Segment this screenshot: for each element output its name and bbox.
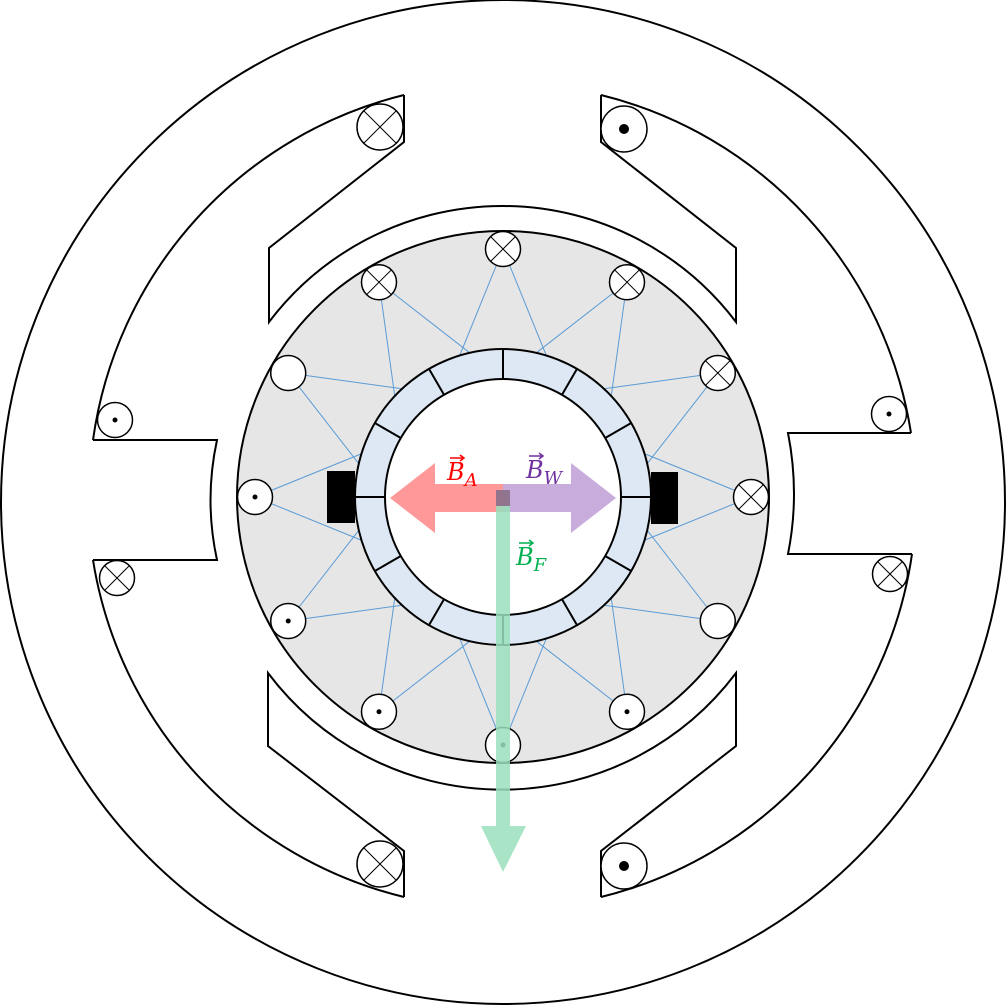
rotor-slot-cross-icon bbox=[484, 230, 522, 268]
field-vectors bbox=[390, 463, 616, 872]
winding-wire bbox=[646, 529, 719, 622]
yoke-arc-tr bbox=[600, 94, 912, 434]
stator-coil-cross-icon bbox=[871, 555, 909, 593]
winding-wire bbox=[288, 604, 403, 622]
winding-wire bbox=[603, 604, 718, 622]
brush-right bbox=[651, 472, 678, 524]
winding-wire bbox=[378, 597, 396, 712]
armature-field-arrow bbox=[390, 463, 503, 533]
top-pole bbox=[268, 95, 737, 325]
winding-wire bbox=[502, 638, 547, 746]
rotor-slot-cross-icon bbox=[608, 263, 646, 301]
commutator-divider bbox=[428, 598, 445, 626]
winding-wire bbox=[644, 496, 752, 541]
stator-coil-cross-icon bbox=[356, 103, 404, 151]
yoke-arc-br bbox=[600, 553, 913, 898]
winding-wire bbox=[287, 372, 360, 465]
label-armature: BA bbox=[446, 458, 478, 491]
rotor-slot-dot-icon bbox=[360, 693, 398, 731]
brush-left bbox=[327, 471, 355, 523]
vector-overlap bbox=[496, 490, 510, 506]
commutator-divider bbox=[561, 368, 578, 396]
winding-wire bbox=[254, 496, 362, 541]
stator-coil-dot-icon bbox=[600, 842, 648, 890]
stator-coils bbox=[96, 103, 909, 890]
commutator-divider bbox=[561, 598, 578, 626]
winding-field-arrow bbox=[503, 463, 616, 533]
vector-arrow-icon bbox=[450, 454, 466, 462]
stator-coil-cross-icon bbox=[98, 559, 136, 597]
winding-wire bbox=[378, 640, 471, 713]
rotor-slot-cross-icon bbox=[699, 354, 737, 392]
commutator-segments bbox=[355, 349, 651, 645]
left-interpole bbox=[93, 439, 219, 561]
winding-wire bbox=[378, 281, 471, 354]
winding-wire bbox=[459, 248, 504, 356]
field-arrow bbox=[481, 490, 526, 872]
rotor-slot-dot-icon bbox=[269, 602, 307, 640]
commutator-divider bbox=[604, 422, 632, 439]
winding-wire bbox=[378, 282, 396, 397]
winding-wire bbox=[254, 453, 362, 498]
stator-coil-dot-icon bbox=[600, 105, 648, 153]
rotor-slot-dot-icon bbox=[236, 478, 274, 516]
commutator-divider bbox=[604, 555, 632, 572]
rotor-slot-empty-icon bbox=[699, 602, 737, 640]
winding-wire bbox=[603, 372, 718, 390]
rotor-slot-empty-icon bbox=[269, 354, 307, 392]
winding-wire bbox=[287, 529, 360, 622]
rotor-slot-cross-icon bbox=[732, 478, 770, 516]
stator-coil-dot-icon bbox=[870, 395, 908, 433]
right-interpole bbox=[786, 432, 912, 555]
label-field: BF bbox=[515, 543, 548, 576]
label-winding: BW bbox=[525, 456, 564, 489]
winding-wire bbox=[459, 638, 504, 746]
winding-wire bbox=[610, 282, 628, 397]
winding-wire bbox=[288, 372, 403, 390]
vector-arrow-icon bbox=[519, 539, 535, 547]
winding-wire bbox=[502, 248, 547, 356]
rotor-slot-dot-icon bbox=[608, 693, 646, 731]
armature-wiring bbox=[254, 248, 752, 746]
stator-coil-cross-icon bbox=[356, 840, 404, 888]
winding-wire bbox=[535, 281, 628, 354]
yoke-arc-bl bbox=[92, 559, 405, 898]
winding-wire bbox=[646, 372, 719, 465]
winding-wire bbox=[644, 453, 752, 498]
commutator-divider bbox=[374, 422, 402, 439]
winding-wire bbox=[535, 640, 628, 713]
commutator-divider bbox=[374, 555, 402, 572]
vector-overbars bbox=[450, 452, 545, 547]
yoke-arc-tl bbox=[92, 94, 405, 441]
rotor-slot-cross-icon bbox=[360, 263, 398, 301]
commutator-divider bbox=[428, 368, 445, 396]
vector-arrow-icon bbox=[529, 452, 545, 460]
winding-wire bbox=[610, 597, 628, 712]
stator-coil-dot-icon bbox=[96, 401, 134, 439]
